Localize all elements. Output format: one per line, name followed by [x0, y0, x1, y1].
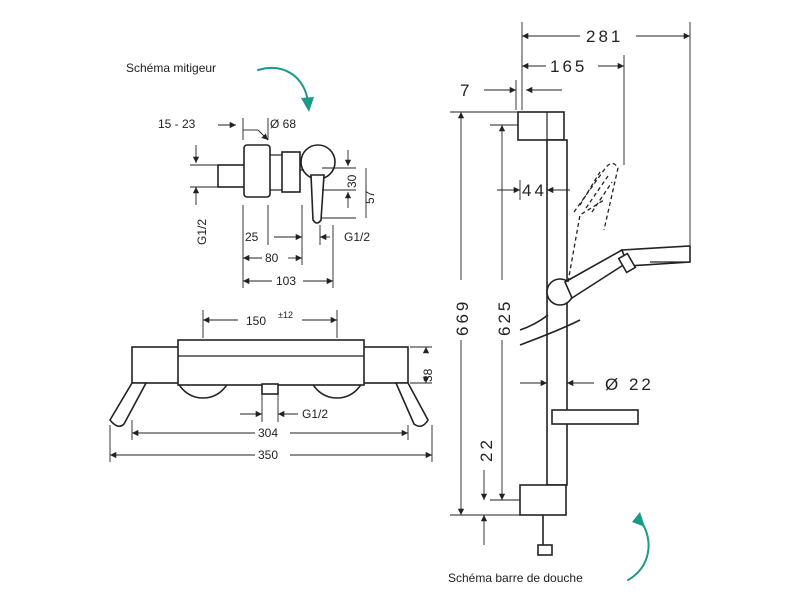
outlet: [261, 383, 279, 395]
thermostat-center: [177, 339, 365, 386]
mixer-body: [281, 151, 301, 193]
width-281-label: 281: [586, 27, 623, 46]
center-tolerance-label: ±12: [278, 310, 293, 320]
shower-rail: [546, 139, 568, 486]
outlet-label: G1/2: [302, 407, 328, 421]
shower-bar-view: 281 165 7 44: [450, 22, 691, 556]
dim-80-label: 80: [265, 251, 279, 265]
soap-dish: [551, 409, 639, 425]
shower-bar-schema-label: Schéma barre de douche: [448, 571, 583, 585]
inlet-right-label: G1/2: [344, 230, 370, 244]
mixer-front-view: 150 ±12 38 G1/2 304 350: [109, 310, 435, 462]
tilted-head-outline: [573, 162, 619, 231]
diameter-22-label: Ø 22: [605, 375, 654, 394]
depth-44-label: 44: [522, 181, 547, 200]
width-165-label: 165: [550, 57, 587, 76]
right-handle: [394, 382, 429, 428]
center-distance-label: 150: [246, 314, 266, 328]
bottom-22-label: 22: [477, 437, 496, 462]
thread-range-label: 15 - 23: [158, 117, 196, 131]
mixer-schema-label: Schéma mitigeur: [126, 61, 216, 75]
mixer-handle-round: [300, 144, 336, 180]
bottom-bracket: [519, 484, 567, 516]
inlet-left-label: G1/2: [195, 219, 209, 245]
eccentric-fitting: [243, 144, 271, 198]
hose-curve-left: [519, 314, 549, 331]
mixer-lever: [310, 174, 325, 224]
height-38-label: 38: [421, 368, 435, 382]
width-304-label: 304: [258, 426, 278, 440]
curved-arrow-icon: [257, 67, 314, 112]
height-30-label: 30: [345, 174, 359, 188]
diameter-68-label: Ø 68: [270, 117, 296, 131]
top-bracket: [517, 111, 565, 141]
hand-shower-handle: [563, 248, 630, 300]
dim-103-label: 103: [276, 274, 296, 288]
hose-nut: [537, 544, 553, 556]
height-669-label: 669: [453, 299, 472, 336]
width-350-label: 350: [258, 448, 278, 462]
height-57-label: 57: [363, 190, 377, 204]
offset-7-label: 7: [460, 81, 472, 100]
dim-25-label: 25: [245, 230, 259, 244]
hose-curve-right: [519, 319, 581, 346]
wall-connector: [217, 164, 247, 188]
handle-connector: [617, 252, 637, 274]
left-handle: [109, 382, 148, 428]
mixer-top-view: Ø 68 15 - 23 G1/2 30 57 25 G1/2 80: [158, 117, 377, 288]
height-625-label: 625: [495, 299, 514, 336]
curved-arrow-icon: [627, 512, 650, 581]
